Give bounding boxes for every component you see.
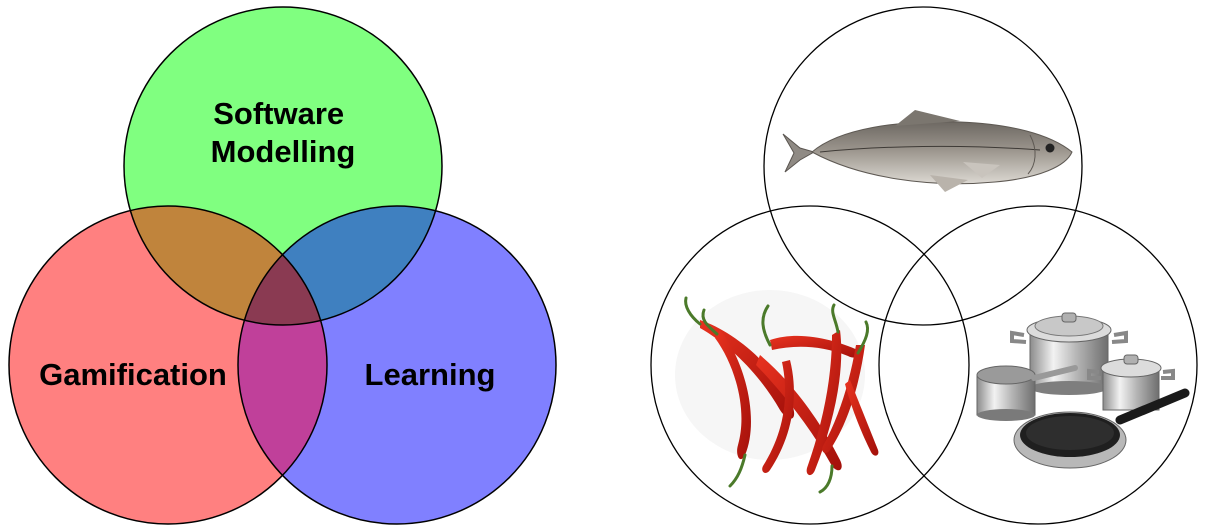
fish-icon bbox=[782, 110, 1073, 192]
left-venn: Software Modelling Gamification Learning bbox=[8, 6, 557, 525]
fish-circle bbox=[763, 6, 1083, 326]
software-gamification-overlap bbox=[124, 206, 327, 325]
software-modelling-label-line-2: Modelling bbox=[211, 134, 356, 169]
software-modelling-label-line-1: Software bbox=[213, 96, 344, 131]
peppers-circle bbox=[650, 205, 970, 525]
gamification-label-line-1: Gamification bbox=[39, 357, 227, 392]
cooking-pots-icon bbox=[976, 312, 1190, 469]
software-modelling-label: Software Modelling bbox=[211, 96, 356, 169]
learning-label: Learning bbox=[365, 357, 496, 392]
pots-circle bbox=[878, 205, 1198, 525]
circle-outlines bbox=[8, 6, 557, 525]
chili-peppers-icon bbox=[675, 290, 879, 494]
gamification-label: Gamification bbox=[39, 357, 227, 392]
right-venn bbox=[650, 6, 1198, 525]
software-learning-overlap bbox=[238, 206, 442, 325]
right-circle-outlines bbox=[650, 6, 1198, 525]
learning-label-line-1: Learning bbox=[365, 357, 496, 392]
